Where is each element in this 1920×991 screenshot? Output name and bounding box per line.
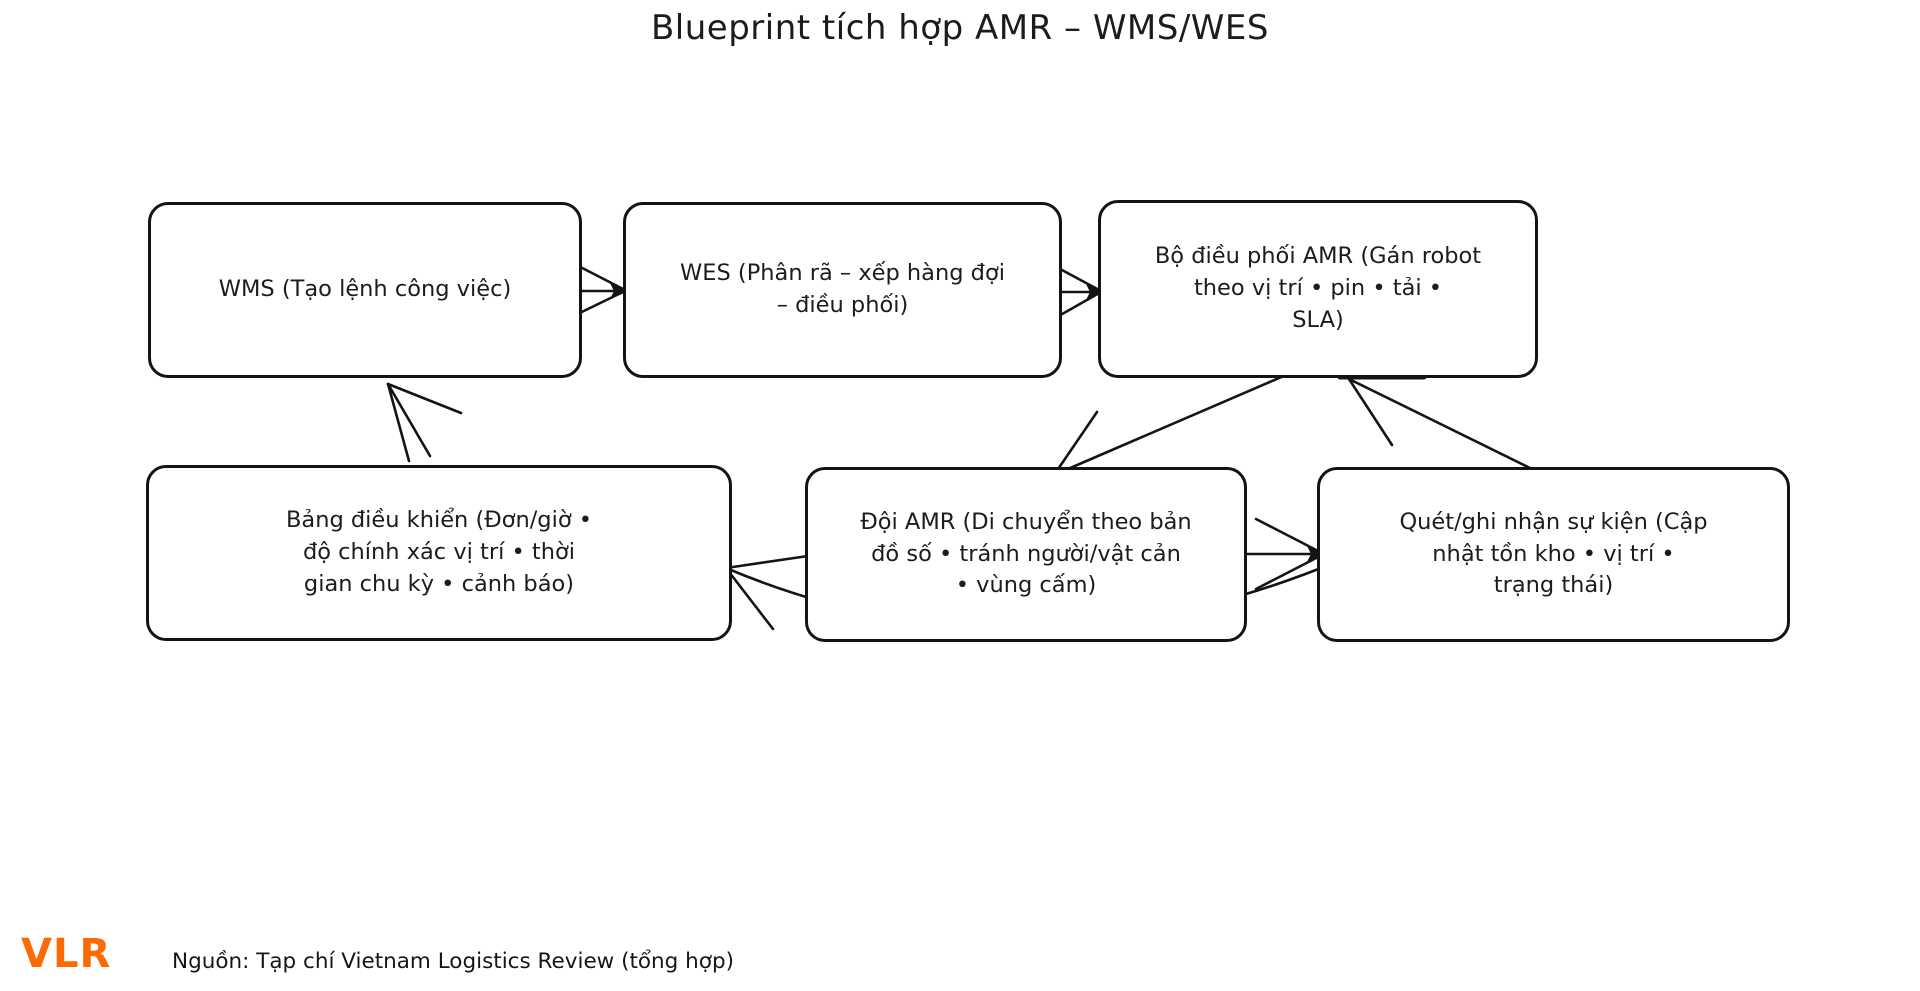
diagram-title: Blueprint tích hợp AMR – WMS/WES [650, 8, 1269, 48]
node-dashboard: Bảng điều khiển (Đơn/giờ • độ chính xác … [146, 465, 732, 641]
arrow-fleet-to-events [1231, 517, 1326, 591]
node-scan-events: Quét/ghi nhận sự kiện (Cập nhật tồn kho … [1317, 467, 1790, 642]
node-wes: WES (Phân rã – xếp hàng đợi – điều phối) [623, 202, 1062, 378]
node-amr-fleet: Đội AMR (Di chuyển theo bản đồ số • trán… [805, 467, 1247, 642]
node-wms-label: WMS (Tạo lệnh công việc) [218, 276, 512, 303]
arrow-dashboard-to-wms [386, 382, 463, 463]
node-wms: WMS (Tạo lệnh công việc) [148, 202, 582, 378]
vlr-logo: VLR [21, 931, 112, 977]
node-dashboard-label: Bảng điều khiển (Đơn/giờ • độ chính xác … [285, 507, 593, 597]
node-amr-dispatcher: Bộ điều phối AMR (Gán robot theo vị trí … [1098, 200, 1538, 378]
node-wes-label: WES (Phân rã – xếp hàng đợi – điều phối) [680, 260, 1005, 318]
node-scan-events-label: Quét/ghi nhận sự kiện (Cập nhật tồn kho … [1399, 508, 1708, 599]
arrow-events-to-dispatcher [1337, 374, 1532, 470]
source-caption: Nguồn: Tạp chí Vietnam Logistics Review … [172, 949, 734, 974]
arrow-dispatcher-to-fleet [1052, 373, 1288, 480]
node-amr-dispatcher-label: Bộ điều phối AMR (Gán robot theo vị trí … [1154, 243, 1482, 333]
node-amr-fleet-label: Đội AMR (Di chuyển theo bản đồ số • trán… [860, 508, 1192, 599]
